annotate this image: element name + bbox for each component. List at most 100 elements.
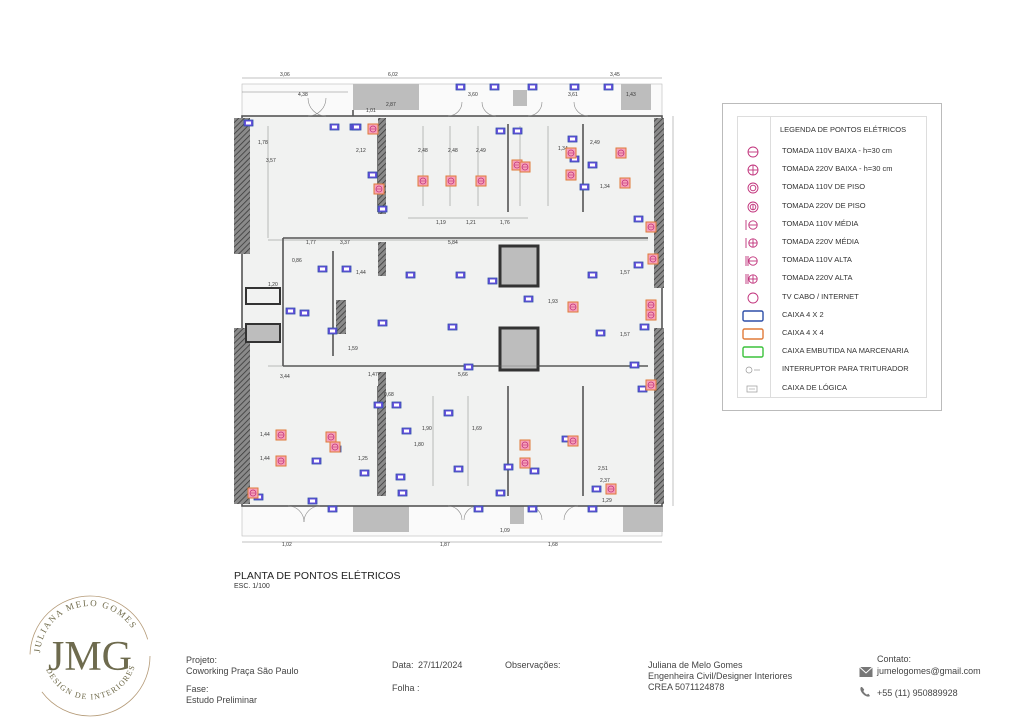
dimension-label: 0,86: [292, 258, 302, 264]
wall-hatched: [654, 328, 664, 504]
caixa-4x4-icon: [275, 455, 287, 467]
dimension-label: 1,01: [366, 108, 376, 114]
electrical-points: [243, 83, 659, 513]
caixa-4x2-icon: [359, 469, 370, 477]
legend-item: CAIXA 4 X 2: [738, 307, 926, 325]
caixa-4x4-icon: [519, 439, 531, 451]
caixa-4x2-icon: [529, 467, 540, 475]
dimension-label: 3,44: [280, 374, 290, 380]
jmg-logo: JULIANA MELO GOMES DESIGN DE INTERIORES …: [29, 595, 151, 717]
dimension-label: 1,57: [620, 270, 630, 276]
dimension-label: 1,78: [258, 140, 268, 146]
gray-block: [513, 90, 527, 106]
caixa-4x2-icon: [495, 127, 506, 135]
legend-panel: LEGENDA DE PONTOS ELÉTRICOS TOMADA 110V …: [722, 103, 942, 411]
legend-item: TOMADA 220V MÉDIA: [738, 234, 926, 252]
data-label: Data:: [392, 660, 414, 670]
dimension-label: 1,47: [368, 372, 378, 378]
observacoes-label: Observações:: [505, 660, 561, 670]
caixa-4x4-icon: [605, 483, 617, 495]
dimension-label: 2,37: [600, 478, 610, 484]
dimension-label: 5,66: [458, 372, 468, 378]
dimension-label: 3,37: [340, 240, 350, 246]
dimension-label: 1,43: [626, 92, 636, 98]
dimension-label: 3,57: [266, 158, 276, 164]
dimension-label: 2,87: [386, 102, 396, 108]
caixa-4x2-icon: [527, 505, 538, 513]
caixa-4x2-icon: [503, 463, 514, 471]
dimension-label: 3,60: [468, 92, 478, 98]
caixa-4x2-icon: [311, 457, 322, 465]
caixa-4x4-icon: [565, 169, 577, 181]
caixa-4x2-icon: [603, 83, 614, 91]
dimension-label: 1,34: [558, 146, 568, 152]
gray-block: [353, 506, 409, 532]
dimension-label: 1,25: [358, 456, 368, 462]
legend-item-label: CAIXA EMBUTIDA NA MARCENARIA: [782, 346, 909, 356]
dimension-label: 1,90: [422, 426, 432, 432]
caixa-4x2-icon: [587, 271, 598, 279]
dimension-label: 1,19: [436, 220, 446, 226]
gray-block: [623, 506, 663, 532]
circle-plain-icon: [742, 291, 764, 305]
legend-item: TOMADA 220V ALTA: [738, 270, 926, 288]
dimension-label: 2,51: [598, 466, 608, 472]
dimension-label: 1,59: [348, 346, 358, 352]
legend-item-label: TOMADA 220V MÉDIA: [782, 237, 859, 246]
caixa-4x2-icon: [523, 295, 534, 303]
caixa-4x2-icon: [495, 489, 506, 497]
dimension-lines: [242, 77, 674, 543]
wall-hatched: [234, 328, 250, 504]
caixa-4x4-icon: [645, 221, 657, 233]
data-value: 27/11/2024: [418, 660, 463, 670]
caixa-4x2-icon: [341, 265, 352, 273]
dimension-label: 1,09: [500, 528, 510, 534]
author-name: Juliana de Melo Gomes: [648, 660, 743, 670]
dimension-label: 6,02: [388, 72, 398, 78]
wall-hatched: [336, 300, 346, 334]
phone-icon: [860, 687, 870, 697]
caixa-4x2-icon: [329, 123, 340, 131]
caixa-4x2-icon: [633, 215, 644, 223]
circle-stem-double-icon: [742, 254, 764, 268]
email-link[interactable]: jumelogomes@gmail.com: [877, 666, 981, 676]
dimension-label: 3,61: [568, 92, 578, 98]
caixa-4x2-icon: [463, 363, 474, 371]
folha-label: Folha :: [392, 683, 420, 693]
caixa-4x2-icon: [377, 205, 388, 213]
wall-hatched: [234, 118, 250, 254]
caixa-4x4-icon: [367, 123, 379, 135]
caixa-4x2-icon: [587, 161, 598, 169]
gray-block: [353, 84, 419, 110]
legend-item-label: CAIXA 4 X 4: [782, 328, 824, 337]
legend-item: CAIXA EMBUTIDA NA MARCENARIA: [738, 343, 926, 361]
caixa-4x2-icon: [455, 83, 466, 91]
caixa-4x2-icon: [243, 119, 254, 127]
caixa-4x2-icon: [395, 473, 406, 481]
caixa-4x2-icon: [447, 323, 458, 331]
caixa-4x2-icon: [377, 319, 388, 327]
caixa-4x2-icon: [367, 171, 378, 179]
caixa-4x4-icon: [645, 379, 657, 391]
caixa-4x2-icon: [633, 261, 644, 269]
legend-item: TV CABO / INTERNET: [738, 289, 926, 307]
phone-number: +55 (11) 950889928: [877, 688, 958, 698]
caixa-4x2-icon: [489, 83, 500, 91]
dimension-label: 1,87: [440, 542, 450, 548]
dimension-label: 5,84: [448, 240, 458, 246]
dimension-label: 2,48: [448, 148, 458, 154]
double-circle-bar-icon: [742, 200, 764, 214]
legend-item: INTERRUPTOR PARA TRITURADOR: [738, 361, 926, 379]
caixa-4x4-icon: [519, 161, 531, 173]
legend-item: CAIXA 4 X 4: [738, 325, 926, 343]
double-circle-icon: [742, 181, 764, 195]
legend-divider: [770, 117, 771, 397]
gray-block: [510, 506, 524, 524]
dimension-label: 2,12: [356, 148, 366, 154]
wall-hatched: [378, 118, 386, 214]
caixa-4x4-icon: [373, 183, 385, 195]
caixa-4x2-icon: [391, 401, 402, 409]
dimension-label: 2,49: [590, 140, 600, 146]
caixa-4x4-icon: [645, 299, 657, 311]
legend-item-label: INTERRUPTOR PARA TRITURADOR: [782, 364, 909, 374]
